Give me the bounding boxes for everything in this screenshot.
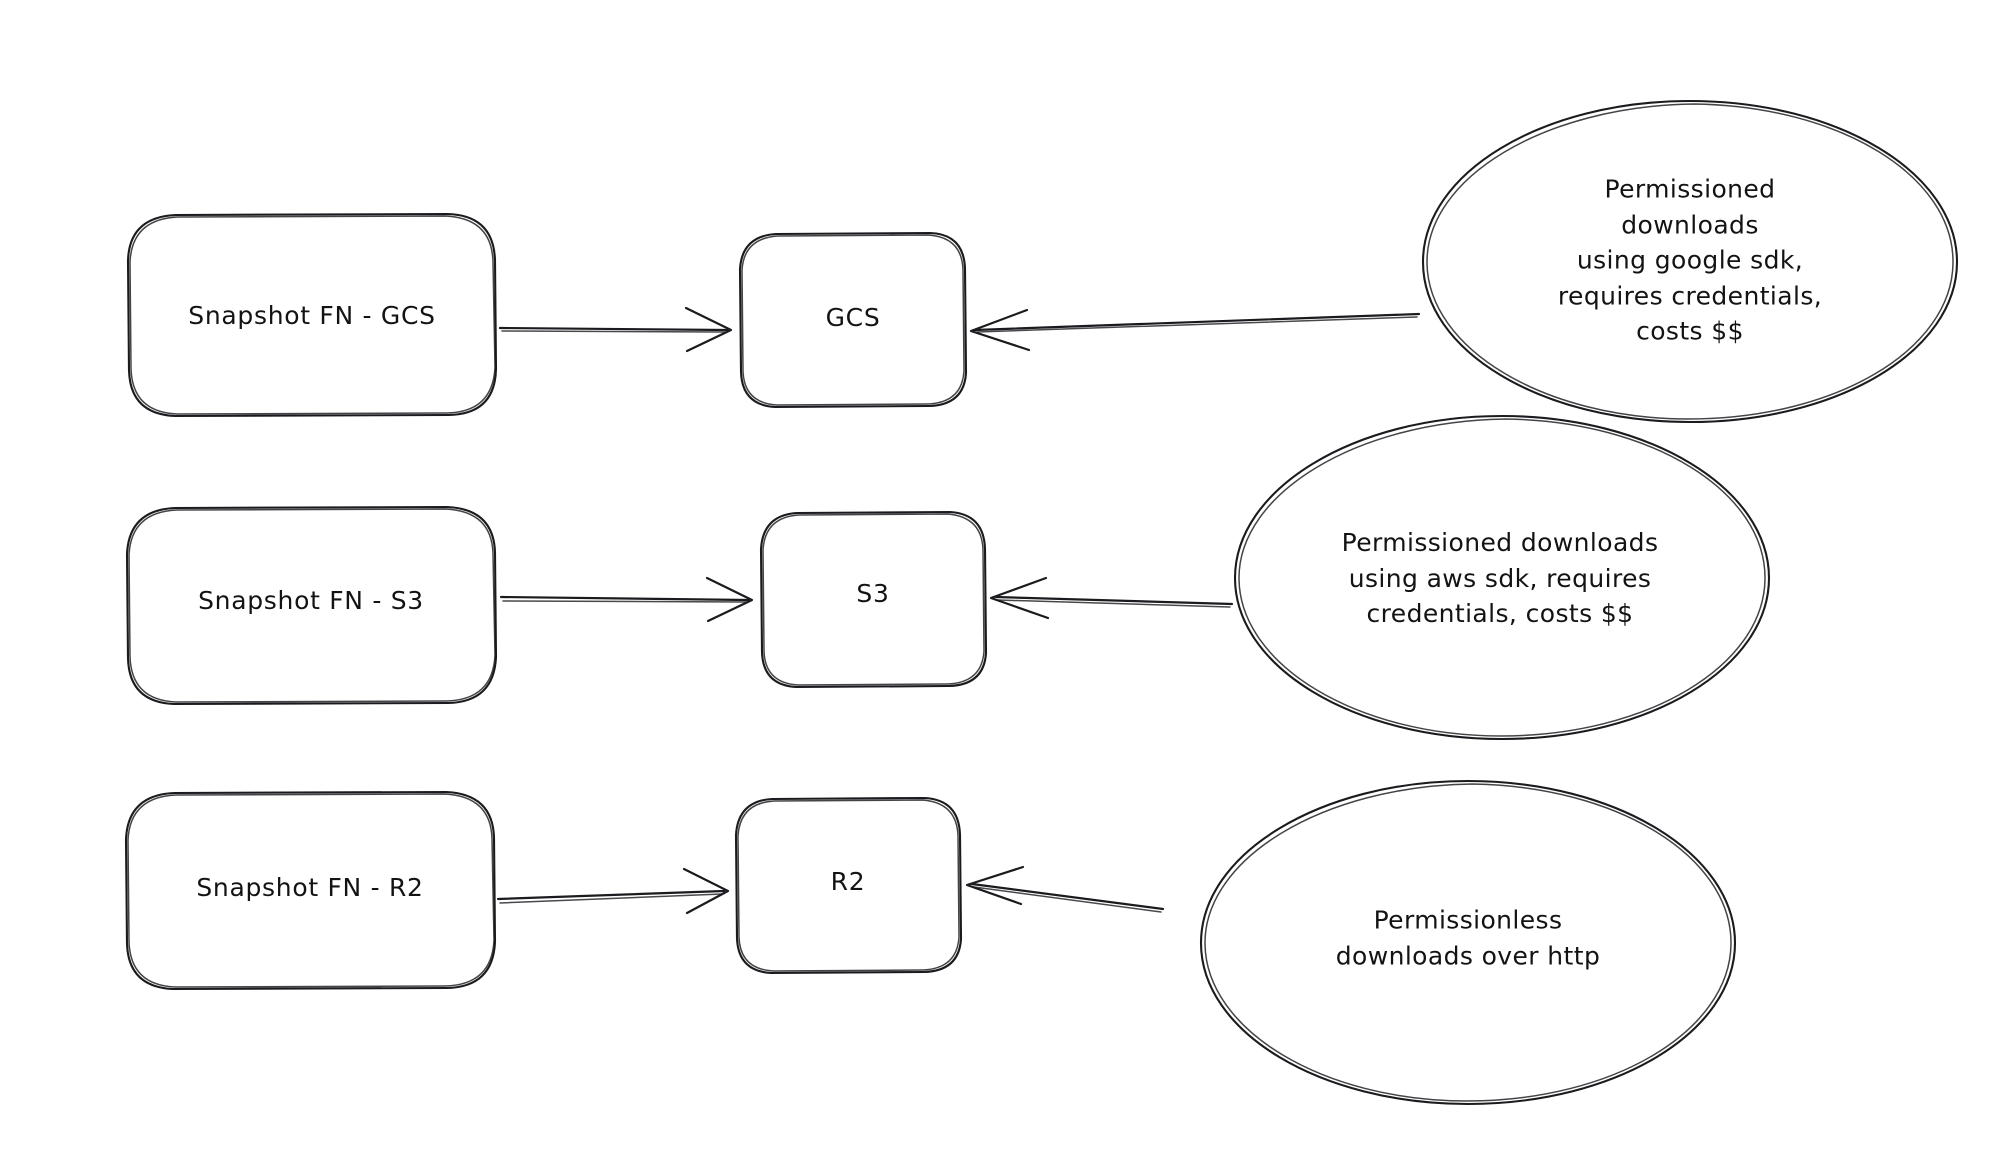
node-gcs[interactable] [738,231,968,409]
arrow-note-aws-to-s3[interactable] [989,576,1234,620]
arrow-snapshot-s3-to-s3[interactable] [499,576,754,623]
node-snapshot-fn-s3[interactable] [125,505,498,706]
note-ellipse-aws[interactable] [1233,414,1771,741]
node-snapshot-fn-gcs[interactable] [126,212,498,418]
note-ellipse-google[interactable] [1421,99,1959,424]
node-snapshot-fn-r2[interactable] [124,790,497,991]
arrow-note-http-to-r2[interactable] [965,865,1165,913]
note-ellipse-http[interactable] [1199,779,1737,1106]
arrow-snapshot-gcs-to-gcs[interactable] [498,306,733,353]
arrow-snapshot-r2-to-r2[interactable] [496,867,730,915]
node-s3[interactable] [759,510,988,689]
node-r2[interactable] [734,796,963,975]
arrow-note-google-to-gcs[interactable] [969,308,1421,352]
